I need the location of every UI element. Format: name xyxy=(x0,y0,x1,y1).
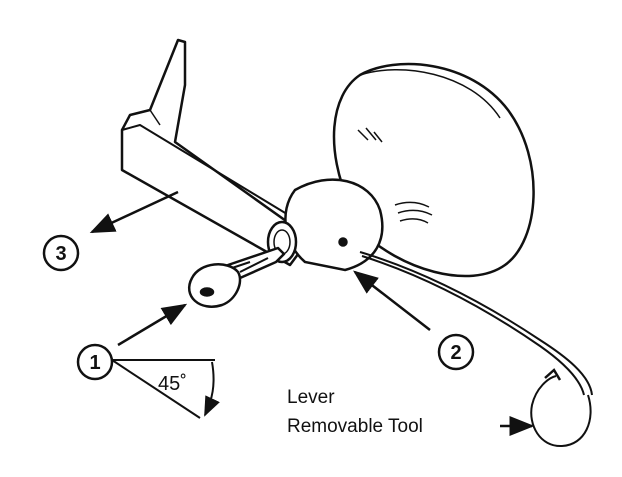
angle-indicator xyxy=(111,359,220,419)
callout-1: 1 xyxy=(76,343,114,381)
callout-3-number: 3 xyxy=(55,243,66,265)
key xyxy=(187,246,286,308)
key-hole xyxy=(199,287,215,297)
rose-plate xyxy=(332,62,535,278)
angle-label: 45˚ xyxy=(158,373,187,395)
lever-handle xyxy=(120,38,312,267)
tool-access-hole xyxy=(338,237,348,247)
lever-removable-tool xyxy=(359,251,593,448)
arrow-3 xyxy=(89,190,179,234)
tool-label-line1: Lever xyxy=(287,387,335,408)
rose-shading xyxy=(357,127,383,143)
arrow-2 xyxy=(353,270,431,331)
callout-1-number: 1 xyxy=(89,352,100,374)
callout-3: 3 xyxy=(42,234,80,272)
arrows xyxy=(89,190,535,436)
lever-hub xyxy=(266,178,384,272)
callout-2-number: 2 xyxy=(450,342,461,364)
callout-2: 2 xyxy=(437,333,475,371)
arrow-1 xyxy=(117,303,188,347)
tool-label-line2: Removable Tool xyxy=(287,416,423,437)
